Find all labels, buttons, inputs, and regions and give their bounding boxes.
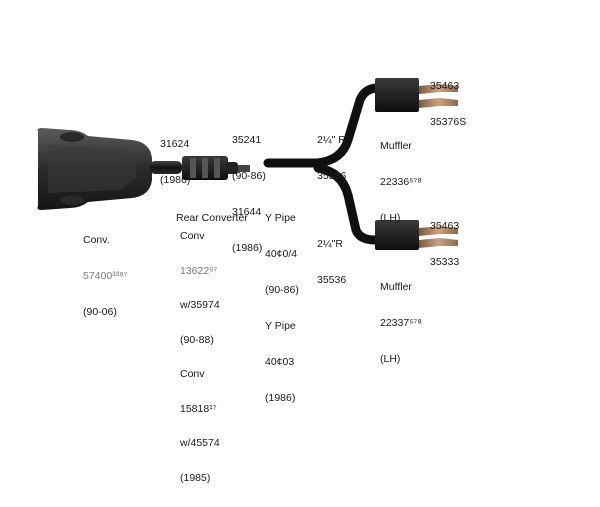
label-rear-converter: Rear Converter: [176, 188, 248, 248]
tail-top-part-1: 35463: [430, 80, 460, 92]
conv-main-part: 57400³³⁹⁷: [83, 270, 128, 282]
pipe-31624-part: 31624: [160, 138, 190, 150]
label-muffler-bottom: Muffler 22337⁵⁷⁸ (LH): [380, 257, 422, 389]
y-pipe-part-1: 40¢0/4: [265, 248, 298, 260]
tail-bottom-part-2: 35333: [430, 256, 460, 268]
diagram-art: [37, 78, 458, 250]
label-y-pipe: Y Pipe 40¢0/4 (90-86) Y Pipe 40¢03 (1986…: [265, 188, 299, 428]
rear-converter-icon: [182, 156, 250, 180]
conv-right-with-1: w/35974: [180, 299, 220, 311]
conv-right-with-2: w/45574: [180, 437, 220, 449]
size-top-part: 35536: [317, 170, 347, 182]
converter-body-icon: [37, 128, 182, 210]
size-top-dim: 2¼" R: [317, 134, 346, 146]
muffler-bottom-side: (LH): [380, 353, 401, 365]
muffler-top-title: Muffler: [380, 140, 412, 152]
label-pipe-35241: 35241 (90-86) 31644 (1986): [232, 110, 266, 278]
size-bottom-part: 35536: [317, 274, 347, 286]
conv-right-years-1: (90-88): [180, 333, 214, 346]
conv-main-title: Conv.: [83, 234, 110, 246]
exhaust-diagram: Conv. 57400³³⁹⁷ (90-06) 31624 (1986) Rea…: [37, 56, 466, 483]
muffler-bottom-part: 22337⁵⁷⁸: [380, 317, 422, 329]
conv-right-year-2: (1985): [180, 471, 211, 484]
label-tail-top: 35463 35376S: [430, 56, 466, 152]
y-pipe-title-1: Y Pipe: [265, 212, 296, 224]
y-pipe-year-2: (1986): [265, 392, 296, 404]
label-size-bottom: 2¼"R 35536: [317, 214, 346, 310]
conv-right-title-2: Conv: [180, 368, 205, 380]
label-conv-main: Conv. 57400³³⁹⁷ (90-06): [83, 210, 128, 342]
pipe-31644-year: (1986): [232, 242, 263, 254]
label-pipe-31624: 31624 (1986): [160, 114, 190, 210]
conv-right-title-1: Conv: [180, 230, 205, 242]
pipe-35241-part: 35241: [232, 134, 262, 146]
pipe-35241-years: (90-86): [232, 170, 266, 182]
muffler-bottom-icon: [375, 220, 458, 250]
conv-right-part-1: 13622⁵⁷: [180, 264, 218, 277]
y-pipe-part-2: 40¢03: [265, 356, 295, 368]
tail-bottom-part-1: 35463: [430, 220, 460, 232]
conv-right-part-2: 15818¹⁷: [180, 402, 217, 415]
size-bottom-dim: 2¼"R: [317, 238, 343, 250]
muffler-top-side: (LH): [380, 212, 401, 224]
label-muffler-top: Muffler 22336⁵⁷⁸ (LH): [380, 116, 422, 248]
label-tail-bottom: 35463 35333: [430, 196, 459, 292]
muffler-top-icon: [375, 78, 458, 112]
y-pipe-title-2: Y Pipe: [265, 320, 296, 332]
rear-converter-title: Rear Converter: [176, 212, 248, 224]
tail-top-part-2: 35376S: [430, 116, 467, 128]
y-pipe-icon: [263, 83, 383, 245]
pipe-31624-year: (1986): [160, 174, 191, 186]
label-size-top: 2¼" R 35536: [317, 110, 346, 206]
pipe-31644-part: 31644: [232, 206, 262, 218]
y-pipe-years-1: (90-86): [265, 284, 299, 296]
muffler-bottom-title: Muffler: [380, 281, 412, 293]
conv-main-years: (90-06): [83, 306, 117, 318]
label-conv-right: Conv 13622⁵⁷ w/35974 (90-88) Conv 15818¹…: [180, 208, 220, 507]
muffler-top-part: 22336⁵⁷⁸: [380, 176, 422, 188]
